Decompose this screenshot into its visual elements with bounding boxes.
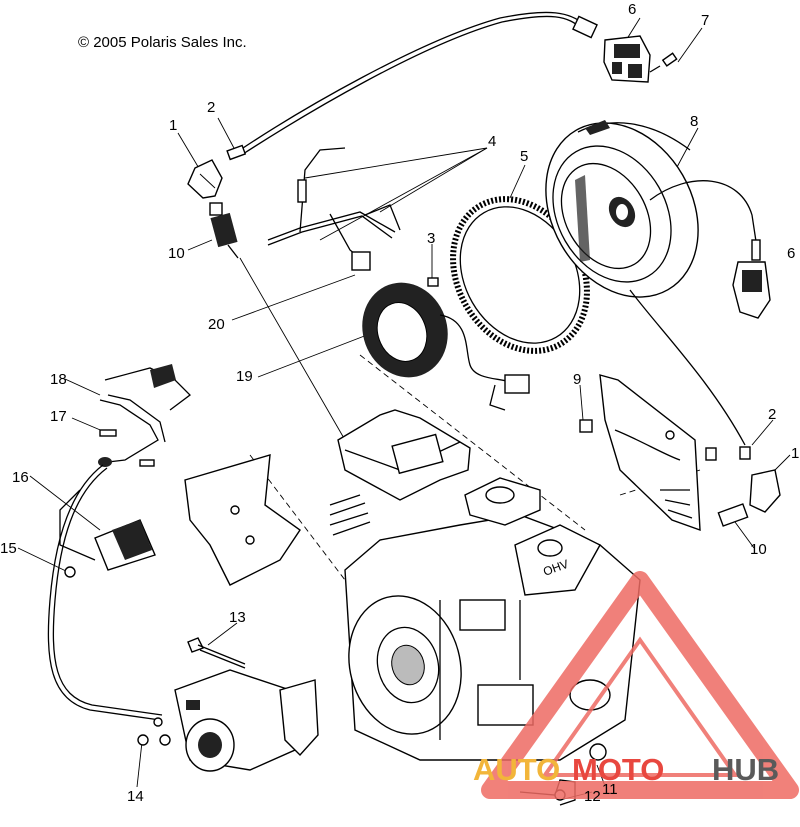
callout-1: 1 (169, 117, 177, 134)
parts-right-lower (629, 289, 781, 527)
svg-text:AUTO: AUTO (473, 752, 560, 787)
callout-14: 14 (127, 788, 144, 805)
svg-text:HUB: HUB (712, 752, 779, 787)
callout-10: 10 (750, 541, 767, 558)
watermark-text: AUTO MOTO HUB (473, 752, 779, 787)
callout-15: 15 (0, 540, 17, 557)
voltage-regulator (59, 489, 156, 571)
callout-19: 19 (236, 368, 253, 385)
bolt-13 (187, 637, 246, 669)
screw-15 (64, 566, 76, 578)
callout-1: 1 (791, 445, 799, 462)
rectifier-wiring (98, 364, 191, 467)
terminal-top (226, 144, 247, 161)
baffle-right (579, 374, 717, 532)
ignition-coil-top (572, 15, 651, 83)
callout-6: 6 (787, 245, 795, 262)
callout-numbers: 1 2 4 5 6 7 8 3 10 20 19 6 18 17 16 15 9… (0, 1, 799, 805)
starter-motor (174, 669, 319, 772)
callout-13: 13 (229, 609, 246, 626)
callout-17: 17 (50, 408, 67, 425)
callout-18: 18 (50, 371, 67, 388)
callout-2: 2 (207, 99, 215, 116)
callout-16: 16 (12, 469, 29, 486)
leader-lines (17, 17, 791, 801)
screw-7 (649, 52, 678, 73)
nuts-14 (137, 717, 171, 746)
stator (362, 282, 530, 411)
callout-2: 2 (768, 406, 776, 423)
callout-12: 12 (584, 788, 601, 805)
callout-7: 7 (701, 12, 709, 29)
svg-text:MOTO: MOTO (572, 752, 664, 787)
spark-plug-boot-top (187, 159, 223, 199)
engine-block: OHV (329, 409, 641, 761)
starter-cable (47, 464, 163, 721)
baffle-left (184, 454, 301, 586)
callout-4: 4 (488, 133, 496, 150)
callout-8: 8 (690, 113, 698, 130)
callout-11: 11 (602, 781, 618, 798)
watermark-logo (481, 571, 799, 799)
callout-3: 3 (427, 230, 435, 247)
spark-plug-top (209, 202, 239, 259)
spark-plug-wire (239, 11, 586, 155)
flywheel (545, 120, 699, 298)
callout-5: 5 (520, 148, 528, 165)
copyright-text: © 2005 Polaris Sales Inc. (78, 34, 247, 51)
ignition-coil-right (649, 180, 771, 319)
callout-9: 9 (573, 371, 581, 388)
callout-10: 10 (168, 245, 185, 262)
callout-20: 20 (208, 316, 225, 333)
callout-6: 6 (628, 1, 636, 18)
wire-harness (267, 147, 401, 271)
screw-3 (427, 277, 439, 287)
